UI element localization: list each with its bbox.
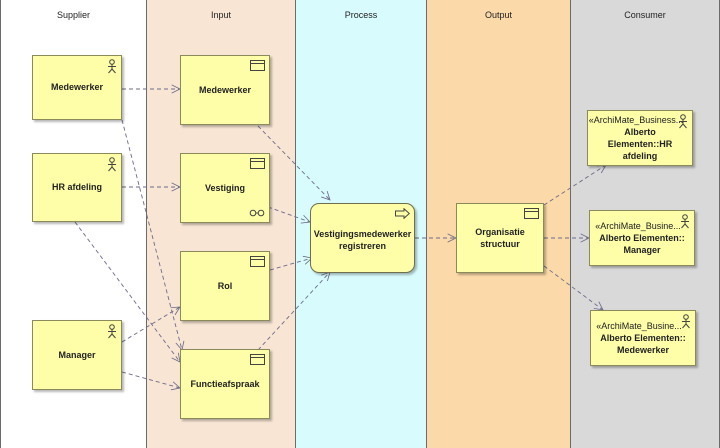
consumer-hr-name: Alberto Elementen::HR afdeling xyxy=(607,126,673,162)
consumer-manager-name: Alberto Elementen:: Manager xyxy=(599,232,685,256)
consumer-hr-stereotype: «ArchiMate_Business... xyxy=(588,114,684,125)
supplier-hr-afdeling-actor[interactable]: HR afdeling xyxy=(32,153,122,222)
supplier-manager-label: Manager xyxy=(58,349,96,360)
interface-icon xyxy=(249,209,265,217)
business-object-icon xyxy=(250,354,265,365)
flow-manager-to-rol[interactable] xyxy=(121,307,180,343)
process-vestigingsmedewerker-registreren[interactable]: Vestigingsmedewerker registreren xyxy=(310,203,415,273)
flow-rol-to-process[interactable] xyxy=(269,258,312,271)
actor-icon xyxy=(108,157,116,172)
supplier-hr-afdeling-label: HR afdeling xyxy=(51,182,102,193)
actor-icon xyxy=(681,214,689,229)
supplier-medewerker-label: Medewerker xyxy=(50,82,104,93)
business-object-icon xyxy=(250,256,265,267)
consumer-manager-stereotype: «ArchiMate_Busine... xyxy=(595,220,681,231)
input-rol-object[interactable]: Rol xyxy=(180,251,270,321)
actor-icon xyxy=(682,314,690,329)
flow-sup-medewerker-to-functieafspraak[interactable] xyxy=(121,119,182,350)
supplier-medewerker-actor[interactable]: Medewerker xyxy=(32,55,122,120)
business-object-icon xyxy=(250,158,265,169)
input-functieafspraak-label: Functieafspraak xyxy=(190,378,260,389)
flow-in-medewerker-to-process[interactable] xyxy=(257,125,330,200)
lane-title-input: Input xyxy=(210,10,232,20)
actor-icon xyxy=(679,114,687,129)
flow-sup-hr-to-functieafspraak[interactable] xyxy=(74,221,180,362)
supplier-manager-actor[interactable]: Manager xyxy=(32,320,122,390)
input-rol-label: Rol xyxy=(217,280,233,291)
consumer-hr-afdeling-actor[interactable]: «ArchiMate_Business... Alberto Elementen… xyxy=(587,110,693,166)
consumer-medewerker-name: Alberto Elementen:: Medewerker xyxy=(600,332,686,356)
lane-title-output: Output xyxy=(484,10,513,20)
input-vestiging-object[interactable]: Vestiging xyxy=(180,153,270,223)
consumer-manager-actor[interactable]: «ArchiMate_Busine... Alberto Elementen::… xyxy=(589,210,695,266)
flow-vestiging-to-process[interactable] xyxy=(267,206,310,222)
lane-title-process: Process xyxy=(344,10,378,20)
business-object-icon xyxy=(250,60,265,71)
lane-title-consumer: Consumer xyxy=(624,10,666,20)
process-label: Vestigingsmedewerker registreren xyxy=(313,228,412,251)
input-vestiging-label: Vestiging xyxy=(204,182,245,193)
business-object-icon xyxy=(524,208,539,219)
actor-icon xyxy=(108,324,116,339)
process-arrow-icon xyxy=(395,208,410,219)
flow-manager-to-functieafspraak[interactable] xyxy=(121,371,180,388)
input-functieafspraak-object[interactable]: Functieafspraak xyxy=(180,349,270,419)
lane-title-supplier: Supplier xyxy=(56,10,91,20)
output-organisatie-structuur-object[interactable]: Organisatie structuur xyxy=(456,203,544,273)
consumer-medewerker-stereotype: «ArchiMate_Busine... xyxy=(596,320,682,331)
flow-functieafspraak-to-process[interactable] xyxy=(257,272,330,351)
output-organisatie-label: Organisatie structuur xyxy=(475,226,525,249)
actor-icon xyxy=(108,59,116,74)
flow-output-to-consumer-hr[interactable] xyxy=(543,165,606,206)
input-medewerker-object[interactable]: Medewerker xyxy=(180,55,270,125)
input-medewerker-label: Medewerker xyxy=(198,84,252,95)
consumer-medewerker-actor[interactable]: «ArchiMate_Busine... Alberto Elementen::… xyxy=(590,310,696,366)
flow-output-to-consumer-medewerker[interactable] xyxy=(543,265,603,310)
